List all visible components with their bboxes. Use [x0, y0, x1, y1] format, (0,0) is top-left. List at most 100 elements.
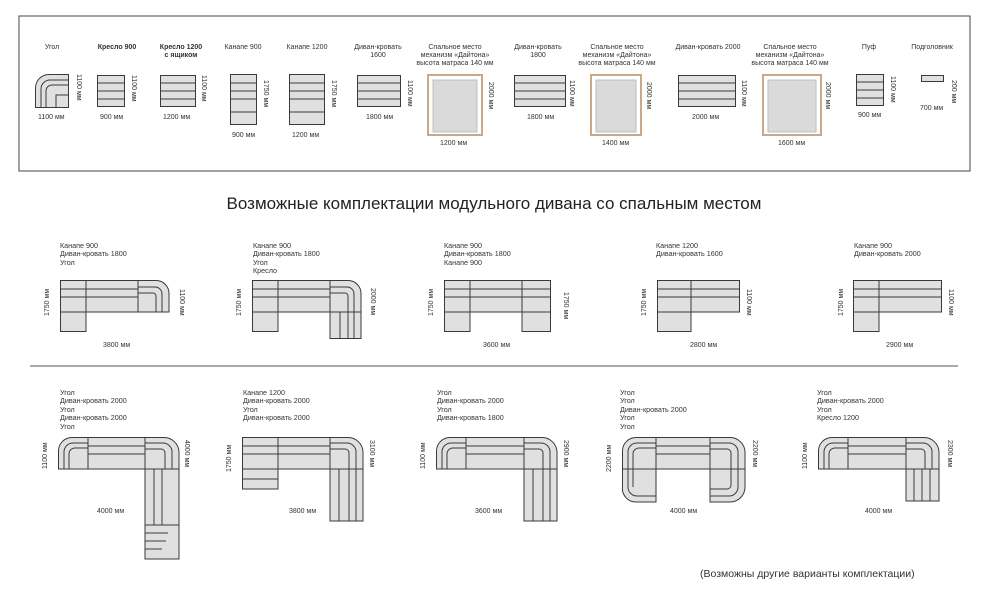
module-label-kreslo900: Кресло 900	[97, 44, 137, 51]
module-sleep1600-width: 1600 мм	[778, 140, 806, 147]
config-5-title: Канапе 900 Диван-кровать 2000	[854, 241, 921, 259]
module-divan1600-height: 1100 мм	[406, 80, 413, 107]
module-kreslo1200-width: 1200 мм	[163, 114, 191, 121]
config-1-drawing	[60, 280, 170, 332]
config-8-drawing	[436, 437, 558, 522]
config-2-height-left: 1750 мм	[236, 288, 243, 316]
config-4-height-right: 1100 мм	[745, 289, 752, 316]
module-divan1800	[514, 75, 566, 107]
config-5-width: 2900 мм	[886, 342, 914, 349]
module-puf	[856, 74, 884, 106]
module-kanape900-width: 900 мм	[232, 132, 256, 139]
module-divan1800-height: 1100 мм	[568, 80, 575, 107]
module-label-divan1800: Диван-кровать 1800	[514, 44, 562, 59]
config-2-title: Канапе 900 Диван-кровать 1800 Угол Кресл…	[253, 241, 320, 276]
config-9-width: 4000 мм	[670, 508, 698, 515]
module-puf-height: 1100 мм	[889, 76, 896, 103]
config-10-title: Угол Диван-кровать 2000 Угол Кресло 1200	[817, 388, 884, 423]
module-sleep1400	[590, 74, 642, 136]
module-sleep1400-width: 1400 мм	[602, 140, 630, 147]
module-label-puf: Пуф	[861, 44, 877, 51]
section-heading: Возможные комплектации модульного дивана…	[226, 194, 762, 213]
module-label-kanape1200: Канапе 1200	[286, 44, 328, 51]
module-sleep1200-width: 1200 мм	[440, 140, 468, 147]
config-4-height-left: 1750 мм	[641, 288, 648, 316]
config-1-height-left: 1750 мм	[44, 288, 51, 316]
module-label-ugol: Угол	[44, 44, 60, 51]
config-7-drawing	[242, 437, 364, 522]
module-kanape1200-height: 1750 мм	[330, 80, 337, 108]
module-divan1800-width: 1800 мм	[527, 114, 555, 121]
config-7-width: 3800 мм	[289, 508, 317, 515]
module-label-sleep1600: Спальное место механизм «Дайтона» высота…	[751, 44, 829, 67]
module-label-divan2000: Диван-кровать 2000	[675, 44, 741, 51]
module-label-divan1600: Диван-кровать 1600	[354, 44, 402, 59]
config-9-height-right: 2200 мм	[751, 440, 758, 468]
module-sleep1600	[762, 74, 822, 136]
config-2-height-right: 2000 мм	[369, 288, 376, 316]
module-kreslo900-height: 1100 мм	[130, 75, 137, 102]
config-4-drawing	[657, 280, 740, 332]
config-1-height-right: 1100 мм	[178, 289, 185, 316]
config-6-height-right: 4000 мм	[183, 440, 190, 468]
config-7-title: Канапе 1200 Диван-кровать 2000 Угол Дива…	[243, 388, 310, 423]
module-sleep1400-height: 2000 мм	[645, 82, 652, 110]
config-6-height-left: 1100 мм	[42, 442, 49, 469]
module-label-sleep1200: Спальное место механизм «Дайтона» высота…	[416, 44, 494, 67]
module-divan2000-height: 1100 мм	[740, 80, 747, 107]
config-4-title: Канапе 1200 Диван-кровать 1600	[656, 241, 723, 259]
config-8-height-left: 1100 мм	[420, 442, 427, 469]
module-label-podgol: Подголовник	[911, 44, 953, 51]
module-ugol	[35, 74, 69, 108]
config-4-width: 2800 мм	[690, 342, 718, 349]
module-kreslo900	[97, 75, 125, 107]
module-kanape1200	[289, 74, 325, 125]
config-5-drawing	[853, 280, 942, 332]
config-1-width: 3800 мм	[103, 342, 131, 349]
footnote: (Возможны другие варианты комплектации)	[700, 568, 915, 580]
module-puf-width: 900 мм	[858, 112, 882, 119]
config-10-width: 4000 мм	[865, 508, 893, 515]
config-3-width: 3600 мм	[483, 342, 511, 349]
config-6-title: Угол Диван-кровать 2000 Угол Диван-крова…	[60, 388, 127, 431]
config-10-height-right: 2300 мм	[946, 440, 953, 468]
module-label-kreslo1200: Кресло 1200 с ящиком	[159, 44, 203, 59]
config-2-drawing	[252, 280, 362, 339]
config-7-height-left: 1750 мм	[226, 444, 233, 472]
config-1-title: Канапе 900 Диван-кровать 1800 Угол	[60, 241, 127, 267]
module-label-sleep1400: Спальное место механизм «Дайтона» высота…	[578, 44, 656, 67]
config-9-height-left: 2200 мм	[606, 444, 613, 472]
module-divan2000-width: 2000 мм	[692, 114, 720, 121]
config-8-height-right: 2900 мм	[562, 440, 569, 468]
module-kanape1200-width: 1200 мм	[292, 132, 320, 139]
module-podgol-width: 700 мм	[920, 105, 944, 112]
config-9-drawing	[621, 437, 746, 503]
module-kreslo1200	[160, 75, 196, 107]
module-divan2000	[678, 75, 736, 107]
config-6-drawing	[58, 437, 180, 560]
config-7-height-right: 3100 мм	[368, 440, 375, 468]
config-3-height-right: 1750 мм	[562, 292, 569, 320]
config-9-title: Угол Угол Диван-кровать 2000 Угол Угол	[620, 388, 687, 431]
module-sleep1600-height: 2000 мм	[824, 82, 831, 110]
config-5-height-right: 1100 мм	[947, 289, 954, 316]
config-3-drawing	[444, 280, 551, 332]
module-kreslo1200-height: 1100 мм	[200, 75, 207, 102]
module-kanape900	[230, 74, 257, 125]
module-sleep1200-height: 2000 мм	[487, 82, 494, 110]
module-divan1600-width: 1800 мм	[366, 114, 394, 121]
config-8-title: Угол Диван-кровать 2000 Угол Диван-крова…	[437, 388, 504, 423]
config-10-height-left: 1100 мм	[802, 442, 809, 469]
module-podgol-height: 200 мм	[950, 80, 957, 104]
config-5-height-left: 1750 мм	[838, 288, 845, 316]
module-divan1600	[357, 75, 401, 107]
module-kreslo900-width: 900 мм	[100, 114, 124, 121]
module-sleep1200	[427, 74, 483, 136]
module-ugol-width: 1100 мм	[38, 114, 65, 121]
config-8-width: 3600 мм	[475, 508, 503, 515]
config-3-title: Канапе 900 Диван-кровать 1800 Канапе 900	[444, 241, 511, 267]
config-3-height-left: 1750 мм	[428, 288, 435, 316]
config-10-drawing	[818, 437, 940, 502]
module-ugol-height: 1100 мм	[75, 74, 82, 101]
module-label-kanape900: Канапе 900	[224, 44, 262, 51]
